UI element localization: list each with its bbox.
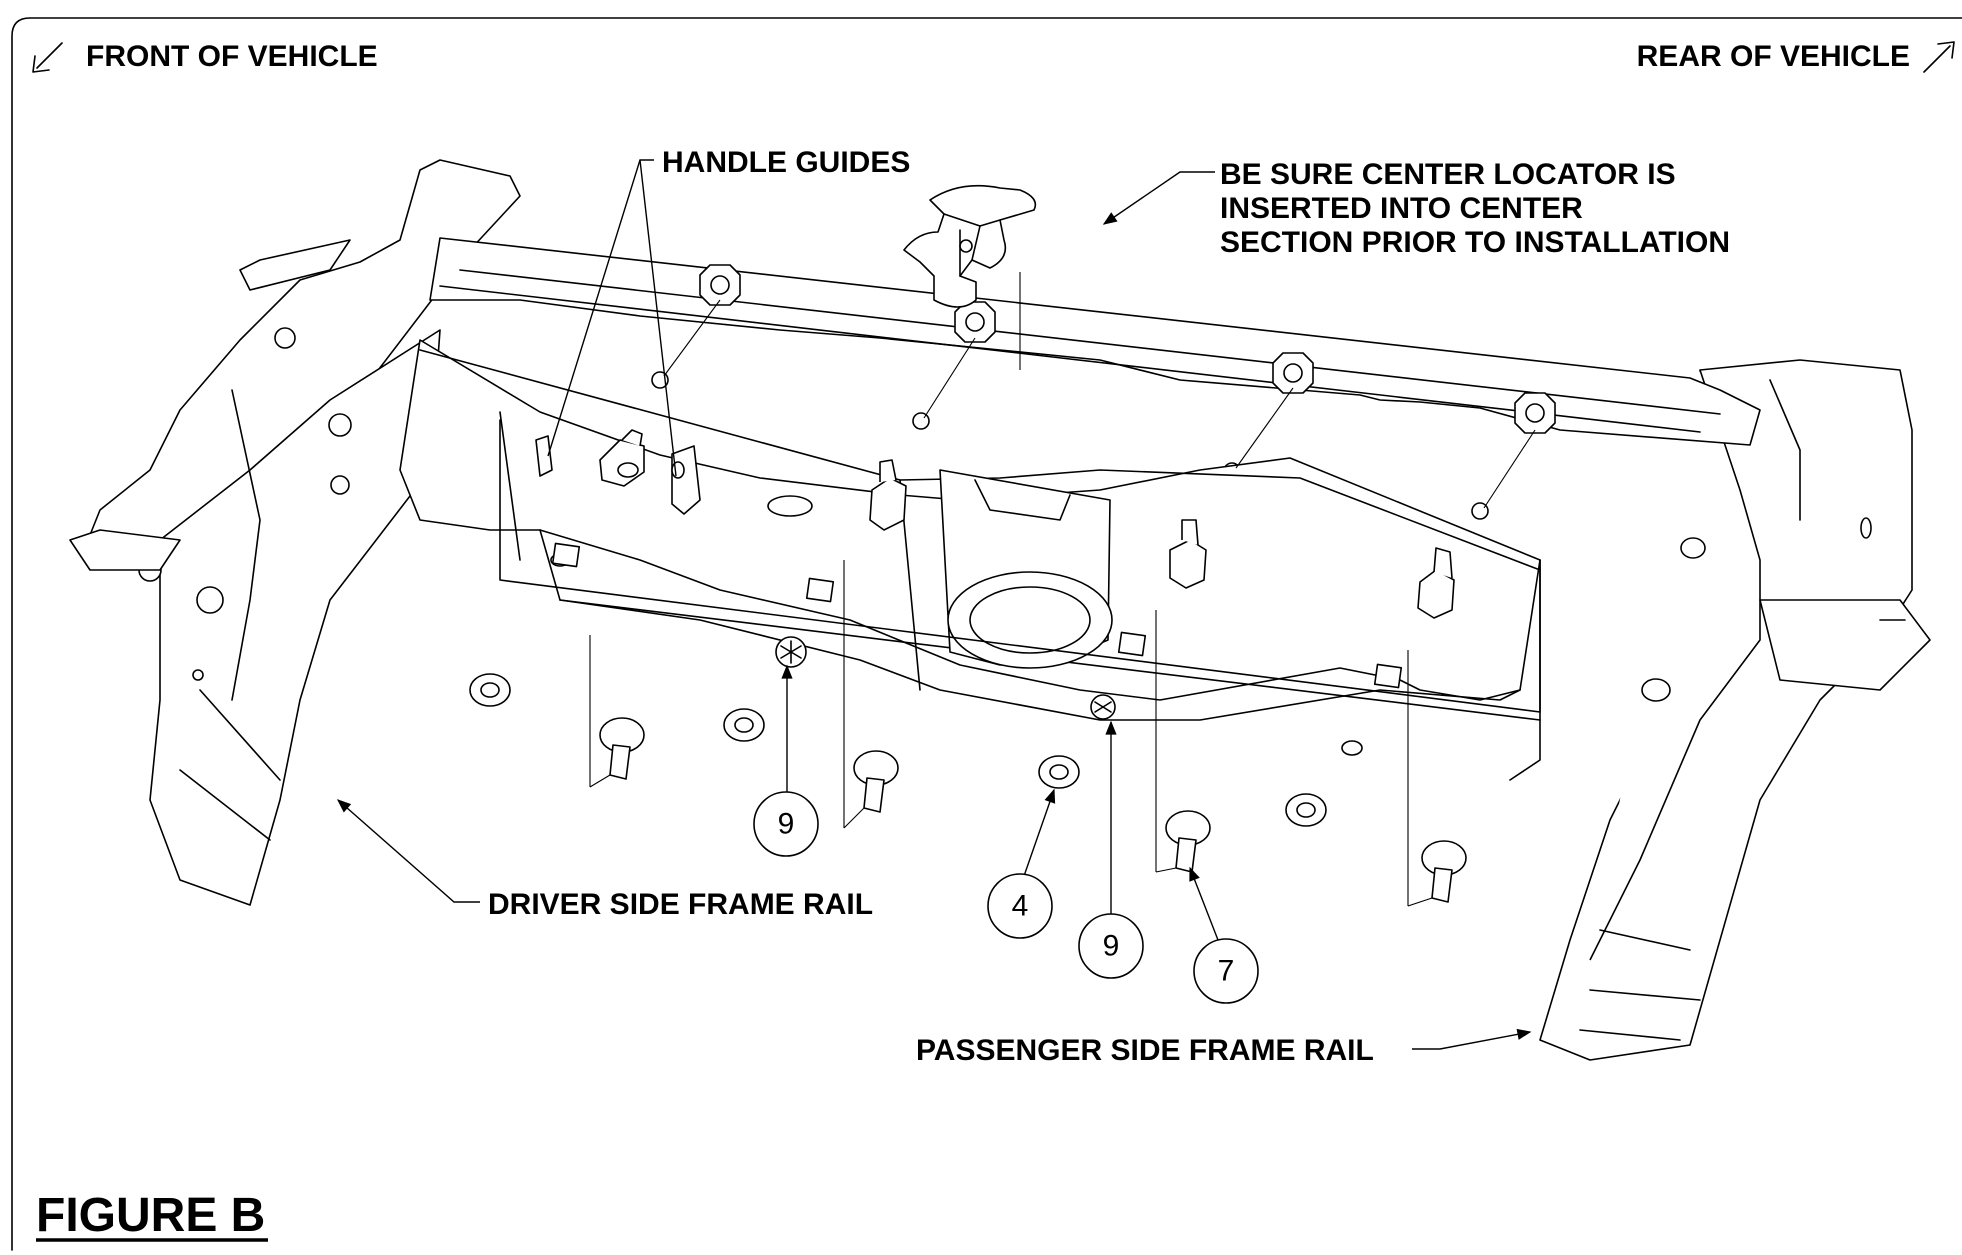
plate-slots bbox=[551, 542, 1403, 689]
balloon-7: 7 bbox=[1189, 866, 1259, 1004]
handle-guides-label: HANDLE GUIDES bbox=[662, 146, 910, 179]
handle-guides-drawing bbox=[535, 435, 701, 515]
sheet-border bbox=[11, 17, 1962, 1251]
driver-side-frame-rail-label: DRIVER SIDE FRAME RAIL bbox=[488, 888, 873, 921]
carriage-bolts bbox=[589, 560, 1467, 907]
driver-rail-callout: DRIVER SIDE FRAME RAIL bbox=[336, 799, 873, 921]
bottom-flange-nuts bbox=[469, 673, 1327, 827]
passenger-rail-callout: PASSENGER SIDE FRAME RAIL bbox=[916, 1028, 1532, 1067]
driver-side-frame-rail-drawing bbox=[69, 159, 521, 906]
part-9-fasteners bbox=[775, 636, 1116, 720]
front-of-vehicle-label: FRONT OF VEHICLE bbox=[86, 40, 378, 73]
balloon-9-left: 9 bbox=[753, 664, 819, 857]
balloon-9-left-number: 9 bbox=[778, 808, 795, 841]
studs-drawing bbox=[599, 429, 1455, 619]
top-flange-nuts bbox=[663, 264, 1556, 509]
rear-of-vehicle-indicator: REAR OF VEHICLE bbox=[1637, 40, 1955, 73]
balloon-7-number: 7 bbox=[1218, 955, 1235, 988]
passenger-side-frame-rail-label: PASSENGER SIDE FRAME RAIL bbox=[916, 1034, 1374, 1067]
center-locator-note-line-2: INSERTED INTO CENTER bbox=[1220, 192, 1583, 225]
balloon-9-right-number: 9 bbox=[1103, 930, 1120, 963]
handle-guides-callout: HANDLE GUIDES bbox=[547, 146, 910, 477]
center-section-drawing bbox=[939, 469, 1113, 669]
balloon-9-right: 9 bbox=[1078, 720, 1144, 979]
front-arrow-icon bbox=[32, 42, 63, 73]
rear-arrow-icon bbox=[1923, 41, 1955, 73]
rear-cross-member-drawing bbox=[429, 237, 1761, 520]
hitch-assembly-drawing bbox=[69, 159, 1931, 1061]
center-locator-callout: BE SURE CENTER LOCATOR IS INSERTED INTO … bbox=[1102, 158, 1730, 259]
balloon-4-number: 4 bbox=[1012, 890, 1029, 923]
center-locator-drawing bbox=[903, 184, 1037, 370]
front-of-vehicle-indicator: FRONT OF VEHICLE bbox=[32, 40, 378, 73]
figure-title: FIGURE B bbox=[36, 1189, 265, 1242]
center-locator-note-line-3: SECTION PRIOR TO INSTALLATION bbox=[1220, 226, 1730, 259]
passenger-side-frame-rail-drawing bbox=[1539, 359, 1931, 1061]
rear-of-vehicle-label: REAR OF VEHICLE bbox=[1637, 40, 1910, 73]
balloon-4: 4 bbox=[987, 788, 1056, 939]
center-locator-note-line-1: BE SURE CENTER LOCATOR IS bbox=[1220, 158, 1676, 191]
